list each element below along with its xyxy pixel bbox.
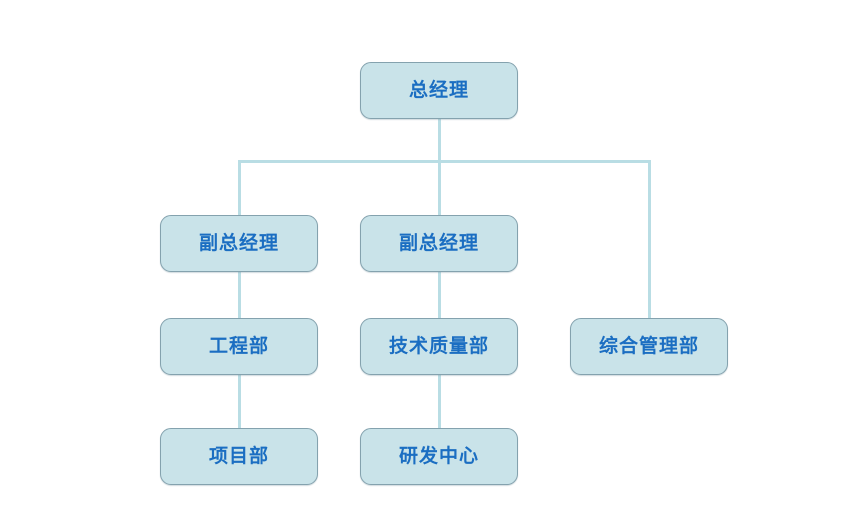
connector-gm-drop bbox=[438, 117, 441, 163]
node-general-manager: 总经理 bbox=[360, 62, 518, 119]
node-engineering-dept: 工程部 bbox=[160, 318, 318, 375]
connector-drop-deputy-left bbox=[238, 160, 241, 217]
node-tech-quality-dept: 技术质量部 bbox=[360, 318, 518, 375]
connector-tech-quality-to-rd bbox=[438, 373, 441, 430]
connector-drop-deputy-mid bbox=[438, 160, 441, 217]
node-general-manager-label: 总经理 bbox=[408, 80, 469, 101]
node-deputy-gm-mid: 副总经理 bbox=[360, 215, 518, 272]
connector-deputy-to-tech-quality bbox=[438, 270, 441, 320]
node-general-admin-dept: 综合管理部 bbox=[570, 318, 728, 375]
connector-engineering-to-project bbox=[238, 373, 241, 430]
connector-deputy-to-engineering bbox=[238, 270, 241, 320]
node-project-dept: 项目部 bbox=[160, 428, 318, 485]
node-deputy-gm-left: 副总经理 bbox=[160, 215, 318, 272]
node-engineering-dept-label: 工程部 bbox=[208, 336, 269, 357]
node-rd-center: 研发中心 bbox=[360, 428, 518, 485]
node-deputy-gm-mid-label: 副总经理 bbox=[398, 233, 479, 254]
connector-trunk-horizontal bbox=[238, 160, 651, 163]
node-general-admin-dept-label: 综合管理部 bbox=[598, 336, 699, 357]
node-tech-quality-dept-label: 技术质量部 bbox=[388, 336, 489, 357]
node-rd-center-label: 研发中心 bbox=[398, 446, 479, 467]
node-deputy-gm-left-label: 副总经理 bbox=[198, 233, 279, 254]
connector-drop-admin-dept bbox=[648, 160, 651, 320]
node-project-dept-label: 项目部 bbox=[208, 446, 269, 467]
